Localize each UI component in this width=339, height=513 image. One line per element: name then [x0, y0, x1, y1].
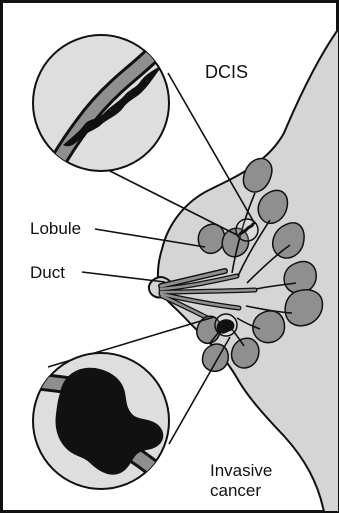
lobule-label: Lobule: [30, 219, 81, 238]
duct-label: Duct: [30, 263, 65, 282]
lobule-11: [232, 338, 259, 368]
invasive-cancer-label-line-2: cancer: [210, 481, 261, 500]
lobule-8: [198, 224, 224, 253]
lobule-6: [253, 311, 285, 343]
invasive-cancer-label-line-1: Invasive: [210, 461, 272, 480]
dcis-label: DCIS: [205, 62, 248, 82]
lobule-4: [284, 262, 316, 294]
